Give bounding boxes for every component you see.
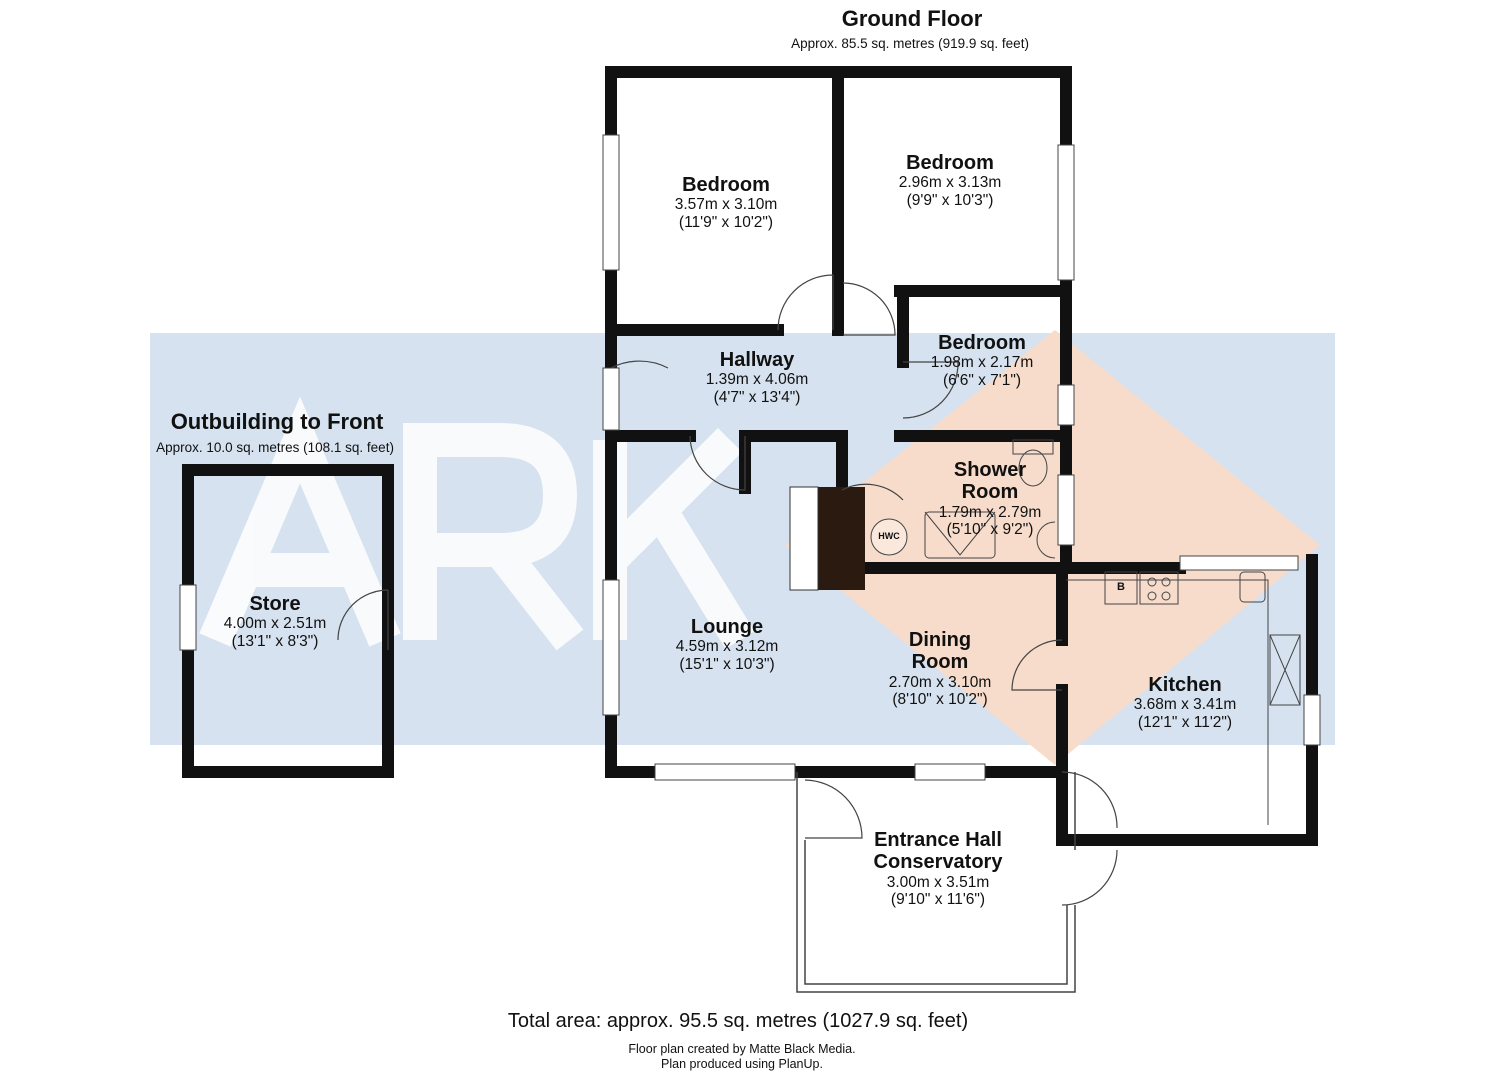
boiler-label: B [1117, 581, 1125, 593]
ground-floor-area: Approx. 85.5 sq. metres (919.9 sq. feet) [791, 36, 1029, 51]
chimney-breast [818, 487, 865, 590]
credit-line-1: Floor plan created by Matte Black Media. [628, 1042, 856, 1056]
outbuilding-title: Outbuilding to Front [170, 409, 384, 434]
watermark-logo [150, 330, 1335, 765]
fireplace-hearth [789, 486, 819, 591]
outbuilding-area: Approx. 10.0 sq. metres (108.1 sq. feet) [156, 440, 394, 455]
ground-floor-title: Ground Floor [841, 6, 983, 31]
door-swings [337, 274, 1118, 906]
total-area: Total area: approx. 95.5 sq. metres (102… [507, 1010, 969, 1032]
conservatory-walls [796, 772, 1076, 993]
fixtures [870, 439, 1301, 825]
windows [179, 134, 1321, 781]
credit-line-2: Plan produced using PlanUp. [661, 1057, 823, 1071]
hwc-label: HWC [878, 531, 900, 541]
